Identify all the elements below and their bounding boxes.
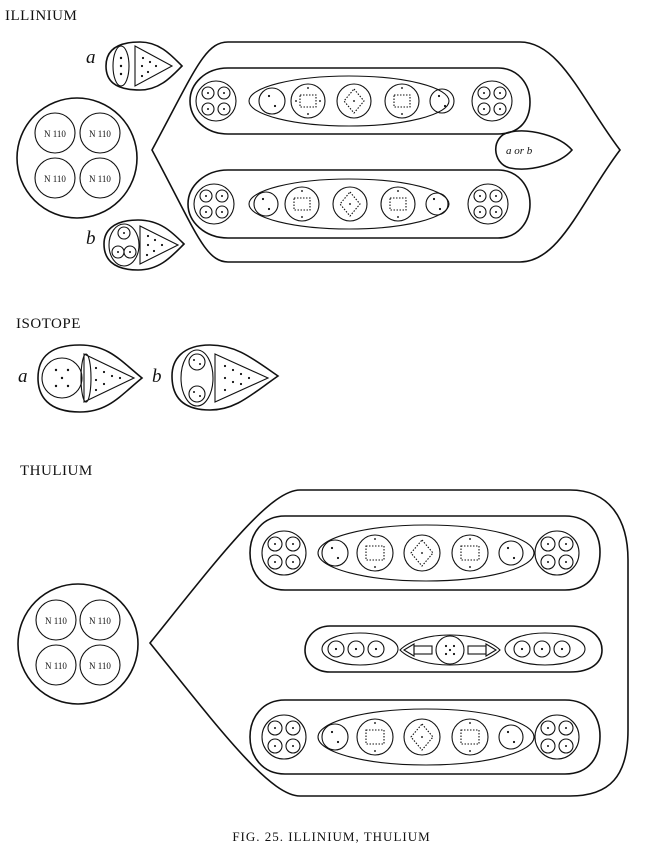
thulium-heading: THULIUM <box>20 463 93 479</box>
pair-sphere <box>321 539 349 567</box>
funnel-circle: N 110 <box>35 599 77 641</box>
funnel-circle: N 110 <box>79 157 121 199</box>
funnel-label: N 110 <box>89 129 111 139</box>
dotted-cluster-sphere <box>451 718 489 756</box>
funnel-label: N 110 <box>45 616 67 626</box>
funnel-circle: N 110 <box>34 112 76 154</box>
quartet-sphere <box>534 530 580 576</box>
variant-bulb-label: a or b <box>506 145 533 157</box>
funnel-circle: N 110 <box>34 157 76 199</box>
illinium-variant-a-body <box>105 41 184 91</box>
dotted-cluster-sphere <box>336 83 372 119</box>
pair-sphere <box>429 88 455 114</box>
dotted-cluster-sphere <box>356 718 394 756</box>
quartet-sphere <box>471 80 513 122</box>
dotted-cluster-sphere <box>403 718 441 756</box>
dotted-cluster-sphere <box>403 534 441 572</box>
central-cigar <box>399 634 501 666</box>
pair-sphere <box>498 540 524 566</box>
figure-caption: FIG. 25. ILLINIUM, THULIUM <box>232 829 431 844</box>
pair-sphere <box>321 723 349 751</box>
funnel-label: N 110 <box>89 616 111 626</box>
quartet-sphere <box>195 80 237 122</box>
illinium-variant-b-label: b <box>86 228 96 249</box>
funnel-label: N 110 <box>89 174 111 184</box>
funnel-circle: N 110 <box>79 599 121 641</box>
isotope-variant-b-body <box>171 344 280 411</box>
illinium-variant-a-label: a <box>86 47 96 68</box>
isotope-heading: ISOTOPE <box>16 316 81 332</box>
funnel-circle: N 110 <box>35 644 77 686</box>
funnel-label: N 110 <box>45 661 67 671</box>
illinium-heading: ILLINIUM <box>5 8 78 24</box>
funnel-circle: N 110 <box>79 644 121 686</box>
dotted-cluster-sphere <box>380 186 416 222</box>
funnel-circle: N 110 <box>79 112 121 154</box>
illinium-funnel-group: N 110 N 110 N 110 N 110 <box>16 97 138 219</box>
quartet-sphere <box>193 183 235 225</box>
quartet-sphere <box>261 714 307 760</box>
illinium-variant-b-body <box>103 219 186 271</box>
funnel-label: N 110 <box>44 174 66 184</box>
isotope-variant-b-label: b <box>152 366 162 387</box>
triplet-sphere <box>504 632 586 666</box>
triplet-sphere <box>321 632 399 666</box>
funnel-label: N 110 <box>44 129 66 139</box>
funnel-label: N 110 <box>89 661 111 671</box>
dotted-cluster-sphere <box>284 186 320 222</box>
quartet-sphere <box>467 183 509 225</box>
quartet-sphere <box>261 530 307 576</box>
dotted-cluster-sphere <box>384 83 420 119</box>
pair-sphere <box>258 87 286 115</box>
dotted-cluster-sphere <box>290 83 326 119</box>
isotope-variant-a-label: a <box>18 366 28 387</box>
quartet-sphere <box>534 714 580 760</box>
thulium-funnel-group: N 110 N 110 N 110 N 110 <box>17 583 139 705</box>
pair-sphere <box>498 724 524 750</box>
dotted-cluster-sphere <box>356 534 394 572</box>
dotted-cluster-sphere <box>451 534 489 572</box>
pair-sphere <box>425 192 449 216</box>
illinium-main-body: a or b <box>151 41 622 263</box>
pair-sphere <box>253 191 279 217</box>
thulium-main-body <box>148 489 629 797</box>
dotted-cluster-sphere <box>332 186 368 222</box>
variant-bulb: a or b <box>495 130 574 170</box>
isotope-variant-a-body <box>37 344 144 413</box>
